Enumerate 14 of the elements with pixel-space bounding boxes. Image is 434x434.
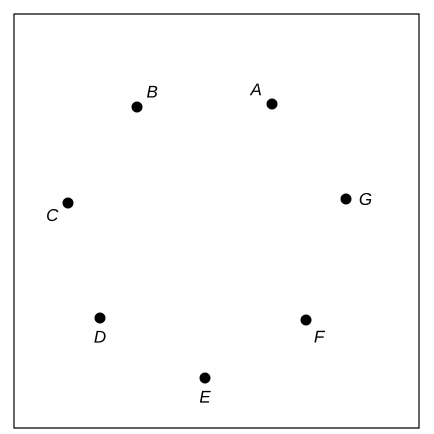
node-label: A: [250, 84, 261, 96]
labeled-point: B: [132, 86, 158, 112]
node-label: E: [200, 390, 211, 403]
node-label: B: [146, 86, 158, 98]
labeled-point: A: [250, 84, 278, 110]
labeled-point: C: [47, 198, 74, 222]
labeled-point: E: [200, 372, 211, 403]
node-label: F: [314, 330, 326, 342]
labeled-point: D: [94, 312, 106, 343]
labeled-point: G: [340, 192, 372, 206]
node-label: C: [47, 209, 58, 222]
labeled-point: F: [300, 314, 326, 342]
node-label: D: [94, 330, 106, 343]
node-label: G: [360, 192, 372, 206]
